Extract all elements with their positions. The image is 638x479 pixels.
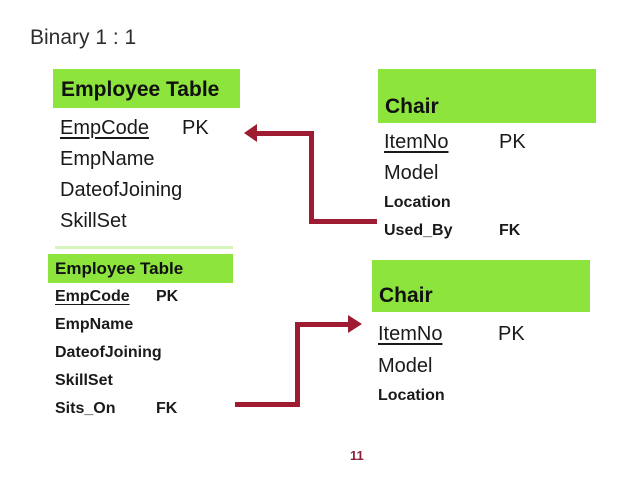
attribute-name: Location <box>378 387 445 404</box>
table-row: EmpCode PK <box>55 283 178 311</box>
table-row: EmpName <box>60 144 182 175</box>
attribute-name: Model <box>378 354 433 377</box>
attribute-name: EmpCode <box>60 117 149 139</box>
chair-table-bottom-header: Chair <box>372 260 590 312</box>
employee-table-top-rows: EmpCode PK EmpName DateofJoining SkillSe… <box>60 113 209 237</box>
relationship-arrow-segment <box>257 131 314 136</box>
key-label: PK <box>156 288 179 305</box>
table-row: Used_By FK <box>384 217 520 245</box>
table-row: Location <box>378 382 445 410</box>
table-header-label: Chair <box>379 284 433 307</box>
slide-title: Binary 1 : 1 <box>30 26 137 49</box>
table-row: Location <box>384 189 452 217</box>
table-header-label: Employee Table <box>61 78 220 101</box>
attribute-name: EmpName <box>60 148 155 170</box>
employee-table-bottom-rows: EmpCode PK EmpName DateofJoining SkillSe… <box>55 283 178 423</box>
table-row: DateofJoining <box>60 175 182 206</box>
table-row: Sits_On FK <box>55 395 177 423</box>
attribute-name: SkillSet <box>60 210 127 232</box>
key-label: PK <box>499 131 526 153</box>
table-row: ItemNo PK <box>378 318 525 350</box>
key-label: FK <box>156 400 178 417</box>
relationship-arrow-segment <box>311 219 377 224</box>
attribute-name: DateofJoining <box>55 344 162 361</box>
relationship-arrow-segment <box>295 322 348 327</box>
table-row: ItemNo PK <box>384 127 526 158</box>
chair-table-top-rows: ItemNo PK Model Location Used_By FK <box>384 127 526 245</box>
attribute-name: SkillSet <box>55 372 113 389</box>
employee-table-bottom-header: Employee Table <box>48 254 233 283</box>
table-header-label: Employee Table <box>55 259 184 278</box>
key-label: PK <box>498 322 525 345</box>
page-number: 11 <box>350 448 364 463</box>
key-label: PK <box>182 117 209 139</box>
table-header-label: Chair <box>385 95 439 118</box>
faint-divider-line <box>55 246 233 249</box>
relationship-arrow-segment <box>235 402 300 407</box>
chair-table-bottom-rows: ItemNo PK Model Location <box>378 318 525 410</box>
arrow-head-left-icon <box>244 124 257 142</box>
key-label: FK <box>499 222 521 239</box>
table-row: EmpName <box>55 311 162 339</box>
attribute-name: EmpCode <box>55 288 130 305</box>
attribute-name: ItemNo <box>384 131 449 153</box>
arrow-head-right-icon <box>348 315 362 333</box>
chair-table-top-header: Chair <box>378 69 596 123</box>
table-row: Model <box>378 350 445 382</box>
attribute-name: Sits_On <box>55 400 116 417</box>
relationship-arrow-segment <box>309 131 314 224</box>
table-row: DateofJoining <box>55 339 162 367</box>
table-row: Model <box>384 158 452 189</box>
attribute-name: Model <box>384 162 439 184</box>
table-row: EmpCode PK <box>60 113 209 144</box>
employee-table-top-header: Employee Table <box>53 69 240 108</box>
table-row: SkillSet <box>60 206 182 237</box>
attribute-name: Used_By <box>384 222 453 239</box>
attribute-name: Location <box>384 194 451 211</box>
attribute-name: EmpName <box>55 316 134 333</box>
attribute-name: ItemNo <box>378 322 443 345</box>
table-row: SkillSet <box>55 367 162 395</box>
relationship-arrow-segment <box>295 322 300 407</box>
attribute-name: DateofJoining <box>60 179 183 201</box>
